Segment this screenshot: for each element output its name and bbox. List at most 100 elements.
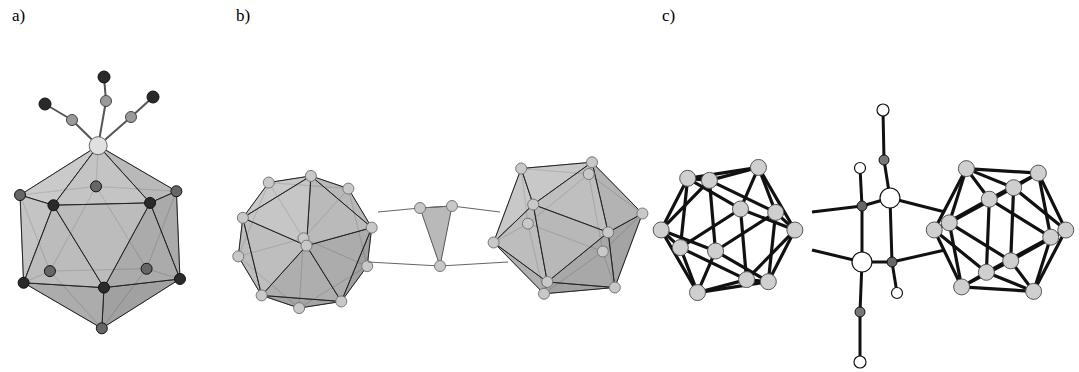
metal-atom [852,252,872,272]
atom [145,197,156,208]
ligand-atom [67,115,78,126]
panel-label: c) [662,6,675,26]
atom [1058,222,1074,238]
atom [701,172,717,188]
atom [787,222,803,238]
cluster-edge [934,169,966,230]
atom [366,222,377,233]
atom [91,181,102,192]
atom [760,274,776,290]
atom [768,204,784,220]
icosahedron-c [653,159,1074,300]
atom [141,263,152,274]
atom [18,277,29,288]
atom [637,208,648,219]
cluster-edge [1014,188,1066,230]
ligand-atom [98,71,110,83]
atom [941,215,957,231]
atom [857,201,867,211]
atom [887,257,897,267]
atom [48,200,59,211]
atom [542,276,553,287]
atom [343,183,354,194]
atom [877,104,889,116]
atom [44,266,55,277]
atom [528,199,539,210]
atom [739,272,755,288]
atom [854,356,866,368]
atom [732,201,748,217]
atom [603,227,614,238]
atom [263,177,274,188]
atom [336,296,347,307]
atom [301,240,312,251]
panel-label: a) [12,6,25,26]
atom [174,273,185,284]
atom [609,282,620,293]
atom [680,170,696,186]
atom [233,251,244,262]
atom [958,161,974,177]
atom [708,243,724,259]
bridge-bonds [812,110,945,362]
atom [415,203,426,214]
cluster-edge [949,223,1010,261]
atom [305,170,316,181]
cluster-face [24,283,104,329]
atom [294,303,305,314]
panel-label: b) [236,6,250,26]
atom [672,240,688,256]
ligand-atom [39,98,51,110]
cluster-edge [986,199,989,272]
atom [879,155,889,165]
cluster-edge [709,180,715,251]
atom [1043,229,1059,245]
atom [926,222,942,238]
atom [1030,165,1046,181]
atom [954,279,970,295]
atom [488,237,499,248]
atom [538,288,549,299]
cluster-edge [758,167,794,230]
atom [978,264,994,280]
cluster-face [243,176,311,246]
icosahedron-b [233,157,648,314]
atom [435,261,446,272]
cluster-face [53,146,150,206]
cluster-edge [740,209,746,280]
atom [690,285,706,301]
ligand-atom [147,91,159,103]
metal-atom [89,137,107,155]
atom [96,323,107,334]
atom [1003,253,1019,269]
atom [892,288,903,299]
atom [98,282,109,293]
atom [855,163,866,174]
cluster-edge [949,223,961,287]
cluster-edge [1011,188,1014,261]
cluster-edge [989,199,1050,237]
icosahedron-a [15,71,186,334]
ligand-atom [126,112,137,123]
atom [256,290,267,301]
atom [516,163,527,174]
atom [597,246,608,257]
cluster-face [533,205,608,282]
bridge-triangle [420,206,452,266]
cluster-face [53,203,150,288]
cluster-face [307,176,372,246]
cluster-edge [1034,230,1066,291]
atom [587,157,598,168]
cluster-edge [1038,173,1065,230]
ligand-atom [101,96,112,107]
atom [653,222,669,238]
atom [171,186,182,197]
atom [522,218,533,229]
atom [447,201,458,212]
cluster-edge [966,169,1038,173]
cluster-edge [768,230,795,282]
atom [583,169,594,180]
atom [1006,180,1022,196]
